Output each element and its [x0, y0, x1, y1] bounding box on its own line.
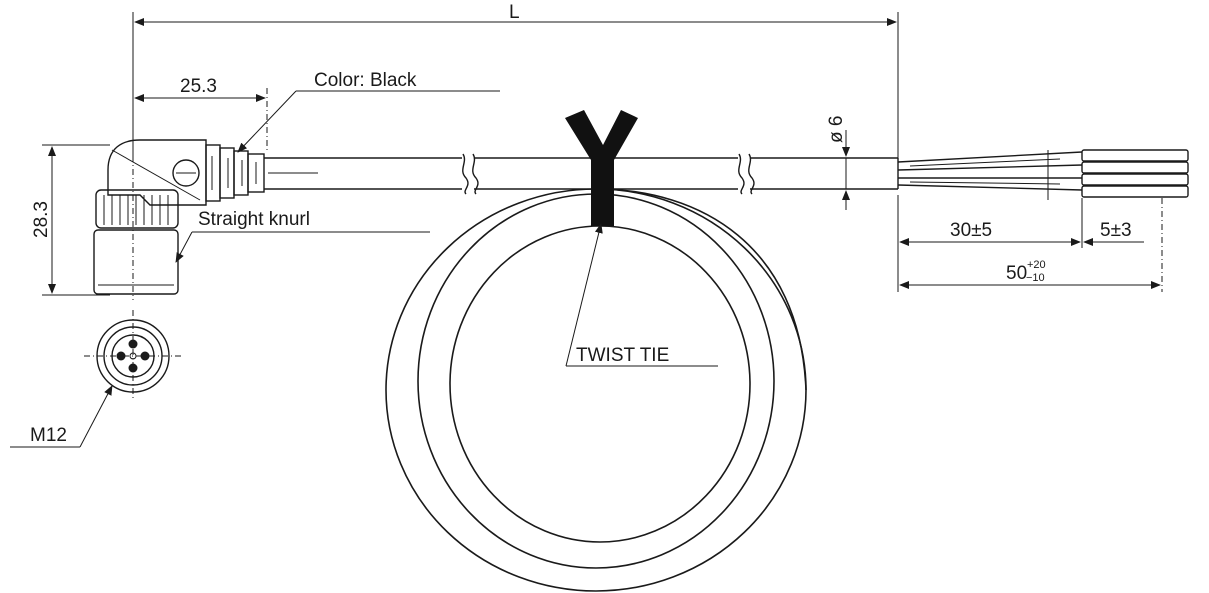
callout-thread: M12 [10, 385, 113, 448]
dim-overall-length: L [132, 2, 899, 160]
callout-knurl: Straight knurl [175, 209, 430, 263]
knurl-callout-text: Straight knurl [198, 209, 310, 230]
pin-3 [140, 351, 150, 361]
cable-coil [385, 188, 807, 592]
lead-length-label: 50 [1006, 263, 1027, 284]
lead-tol-minus: −10 [1026, 272, 1045, 284]
twist-tie [565, 110, 638, 226]
callout-color: Color: Black [237, 70, 500, 153]
tie-callout-text: TWIST TIE [576, 345, 669, 366]
dim-strip-lengths: 30±5 5±3 50 +20 −10 [897, 195, 1163, 292]
connector-height-label: 28.3 [31, 201, 52, 238]
dim-cable-diameter: ø 6 [826, 116, 850, 210]
pin-4 [128, 363, 138, 373]
cable-diameter-label: ø 6 [826, 116, 847, 143]
callout-tie: TWIST TIE [565, 223, 718, 367]
cable-run [264, 153, 899, 195]
overall-length-label: L [509, 2, 520, 23]
dim-connector-offset: 25.3 [134, 76, 268, 150]
connector-front-view [84, 310, 182, 400]
dim-connector-height: 28.3 [31, 144, 110, 296]
sheath-strip-label: 30±5 [950, 220, 992, 241]
thread-callout-text: M12 [30, 425, 67, 446]
wire-strip-label: 5±3 [1100, 220, 1132, 241]
knurl-pattern [103, 195, 169, 225]
pin-1 [128, 339, 138, 349]
color-callout-text: Color: Black [314, 70, 417, 91]
connector-offset-label: 25.3 [180, 76, 217, 97]
lead-tol-plus: +20 [1027, 259, 1046, 271]
lead-wires [897, 149, 1189, 200]
pin-2 [116, 351, 126, 361]
